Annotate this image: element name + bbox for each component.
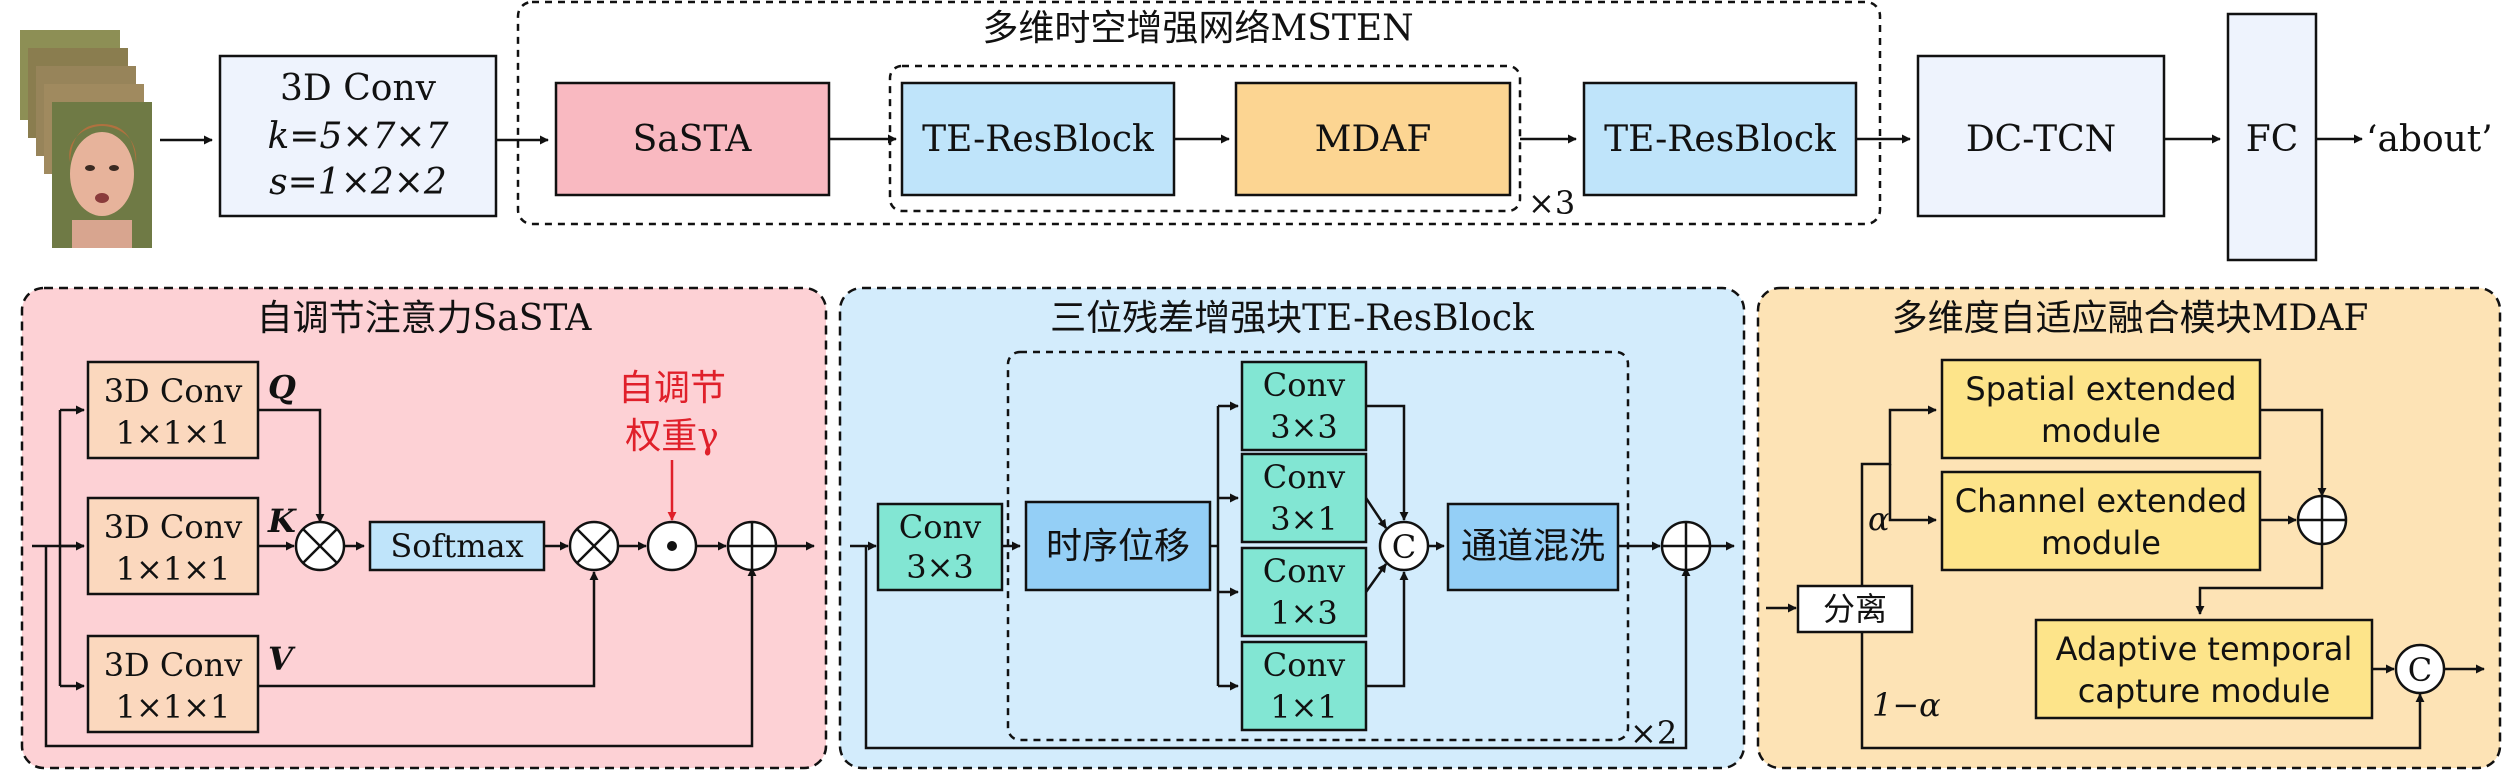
msten-title: 多维时空增强网络MSTEN	[982, 8, 1413, 49]
te-conv-in-size: 3×3	[906, 548, 974, 586]
te-concat-label: C	[1392, 528, 1416, 566]
branch-conv-1x3-size: 1×3	[1270, 594, 1338, 632]
q-tag: Q	[268, 368, 296, 406]
conv3d-stride: s=1×2×2	[269, 162, 447, 203]
branch-conv-3x1-size: 3×1	[1270, 500, 1338, 538]
k-conv-label: 3D Conv	[104, 508, 243, 546]
branch-conv-3x3-label: Conv	[1263, 366, 1345, 404]
output-word: ‘about’	[2366, 119, 2493, 160]
multiply-2-circle	[568, 520, 620, 572]
repeat-x3-group	[888, 64, 1522, 213]
split-label: 分离	[1823, 590, 1887, 628]
branch-4-to-concat	[1366, 571, 1409, 688]
softmax-label: Softmax	[390, 527, 523, 565]
branch-conv-3x1-label: Conv	[1263, 458, 1345, 496]
branch-conv-1x1-size: 1×1	[1270, 688, 1338, 726]
mdaf-label: MDAF	[1315, 119, 1432, 160]
q-conv-label: 3D Conv	[104, 372, 243, 410]
channel-module-line1: Channel extended	[1955, 482, 2247, 520]
temporal-module-line1: Adaptive temporal	[2056, 630, 2353, 668]
conv3d-label: 3D Conv	[280, 68, 437, 109]
add-circle-mdaf	[2296, 494, 2348, 546]
repeat-x3-label: ×3	[1528, 184, 1575, 222]
q-conv-box	[86, 360, 260, 460]
softmax-box	[368, 520, 546, 572]
gamma-label-line2: 权重γ	[625, 416, 719, 457]
branch-3-to-concat	[1364, 563, 1388, 593]
add-circle-sasta	[726, 520, 778, 572]
sasta-residual-path	[44, 546, 757, 748]
msten-group	[516, 0, 1882, 226]
branch-conv-3x3-box	[1240, 360, 1368, 452]
spatial-to-add-path	[2260, 408, 2327, 497]
k-conv-size: 1×1×1	[116, 550, 231, 588]
channel-module-box	[1940, 470, 2262, 572]
gamma-label-line1: 自调节	[618, 368, 726, 409]
one-minus-alpha-label: 1−α	[1872, 686, 1941, 724]
te-repeat-label: ×2	[1630, 714, 1677, 752]
sasta-label: SaSTA	[633, 119, 753, 160]
q-conv-size: 1×1×1	[116, 414, 231, 452]
channel-shuffle-label: 通道混洗	[1461, 526, 1605, 567]
sasta-box	[554, 81, 831, 197]
v-conv-box	[86, 634, 260, 734]
split-to-concat-path	[1860, 632, 2425, 750]
spatial-module-line2: module	[2041, 412, 2161, 450]
channel-module-line2: module	[2041, 524, 2161, 562]
te-resblock-2-label: TE-ResBlock	[1604, 119, 1837, 160]
te-resblock-2-box	[1582, 81, 1858, 197]
add-to-temporal-path	[2195, 544, 2324, 615]
branch-conv-1x1-label: Conv	[1263, 646, 1345, 684]
spatial-module-box	[1940, 358, 2262, 460]
conv3d-kernel: k=5×7×7	[267, 116, 448, 157]
te-residual-path	[864, 546, 1691, 750]
mdaf-box	[1234, 81, 1512, 197]
branch-1-to-concat	[1366, 404, 1409, 521]
split-to-channel-path	[1888, 464, 1937, 525]
add-circle-te	[1660, 520, 1712, 572]
scale-dot-circle	[646, 520, 698, 572]
branch-conv-3x1-box	[1240, 452, 1368, 544]
mdaf-panel-title: 多维度自适应融合模块MDAF	[1892, 298, 2369, 339]
multiply-1-circle	[294, 520, 346, 572]
temporal-module-box	[2034, 618, 2374, 720]
fc-box	[2226, 12, 2318, 262]
te-conv-in-label: Conv	[899, 508, 981, 546]
v-conv-label: 3D Conv	[104, 646, 243, 684]
branch-conv-3x3-size: 3×3	[1270, 408, 1338, 446]
q-to-multiply-path	[258, 408, 325, 523]
channel-shuffle-box	[1446, 502, 1620, 592]
split-box	[1796, 584, 1914, 634]
k-conv-box	[86, 496, 260, 596]
branch-2-to-concat	[1364, 497, 1388, 529]
alpha-label: α	[1868, 500, 1890, 538]
input-face-frames	[20, 30, 152, 248]
sasta-panel-title: 自调节注意力SaSTA	[257, 298, 593, 339]
v-conv-size: 1×1×1	[116, 688, 231, 726]
te-resblock-1-label: TE-ResBlock	[922, 119, 1155, 160]
temporal-module-line2: capture module	[2078, 672, 2331, 710]
te-panel-title: 三位残差增强块TE-ResBlock	[1050, 298, 1535, 339]
temporal-shift-box	[1024, 500, 1212, 592]
dctcn-box	[1916, 54, 2166, 218]
k-tag: K	[267, 502, 297, 540]
dctcn-label: DC-TCN	[1966, 119, 2116, 160]
temporal-shift-label: 时序位移	[1046, 526, 1190, 567]
conv3d-box	[218, 54, 498, 218]
v-tag: V	[268, 640, 296, 678]
mdaf-concat-label: C	[2408, 651, 2432, 689]
v-to-multiply-path	[258, 571, 599, 688]
fc-label: FC	[2246, 119, 2299, 160]
branch-conv-1x3-label: Conv	[1263, 552, 1345, 590]
spatial-module-line1: Spatial extended	[1965, 370, 2236, 408]
